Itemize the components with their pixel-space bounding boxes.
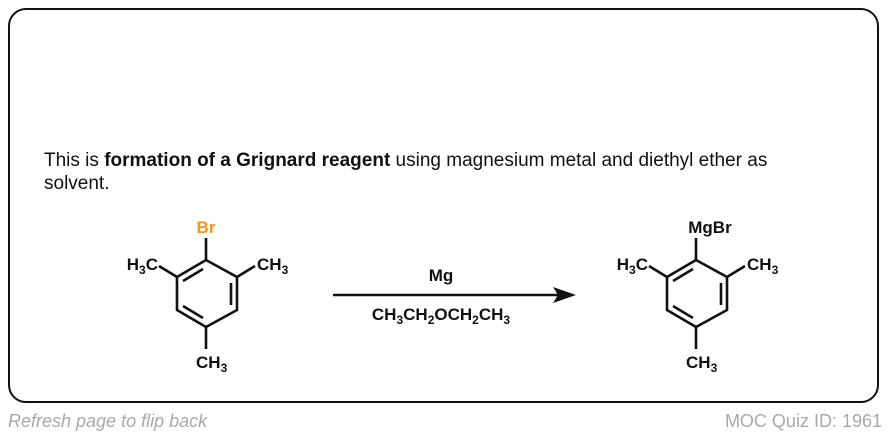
- bottom-methyl-label: CH3: [686, 353, 718, 375]
- double-bond: [672, 267, 694, 283]
- bond-right-methyl: [726, 264, 746, 279]
- reagent-mg: Mg: [429, 266, 454, 285]
- mgbr-label: MgBr: [688, 218, 732, 237]
- bromine-label: Br: [197, 218, 216, 237]
- bond-right-methyl: [236, 264, 256, 279]
- left-methyl-label: H3C: [127, 255, 158, 277]
- reaction-arrow: [333, 287, 576, 303]
- benzene-ring: [665, 258, 729, 329]
- question-text: This is formation of a Grignard reagent …: [44, 149, 824, 195]
- left-methyl-label: H3C: [617, 255, 648, 277]
- arrowhead-icon: [553, 287, 576, 303]
- question-bold: formation of a Grignard reagent: [104, 150, 391, 171]
- bottom-methyl-label: CH3: [196, 353, 228, 375]
- right-methyl-label: CH3: [747, 255, 779, 277]
- flip-hint: Refresh page to flip back: [8, 411, 208, 431]
- product-structure: [648, 238, 746, 349]
- double-bond: [182, 304, 204, 320]
- bond-left-methyl: [158, 264, 178, 279]
- solvent-label: CH3CH2OCH2CH3: [372, 305, 511, 327]
- question-suffix: using magnesium metal and diethyl ether …: [44, 150, 768, 194]
- reactant-structure: [158, 238, 256, 349]
- quiz-card[interactable]: [8, 8, 879, 403]
- double-bond: [182, 267, 204, 283]
- double-bond: [672, 304, 694, 320]
- benzene-ring: [175, 258, 239, 329]
- quiz-id: MOC Quiz ID: 1961: [724, 411, 882, 431]
- bond-left-methyl: [648, 264, 668, 279]
- right-methyl-label: CH3: [257, 255, 289, 277]
- question-prefix: This is: [44, 150, 105, 171]
